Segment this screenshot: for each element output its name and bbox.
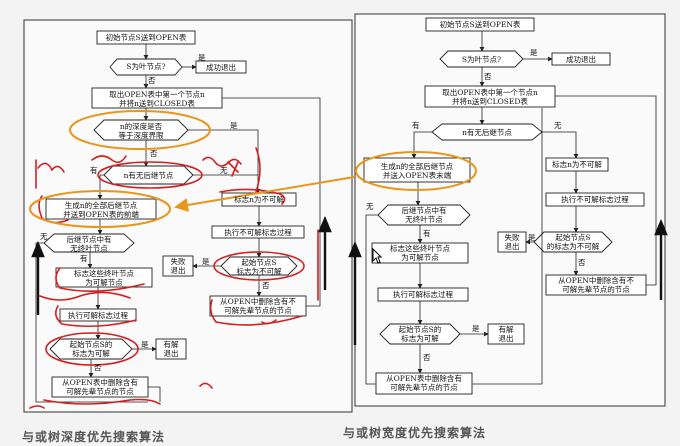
right-do-solvable-label: 执行可解标志过程 [393,290,453,299]
left-edge-none-2: 无 [40,232,48,241]
right-edge-no-3: 否 [423,353,431,362]
black-handwritten-arrows [31,215,668,345]
right-start-unsolvable-label: 起始节点S 的标志为不可解 [546,233,600,251]
left-take-first-label: 取出OPEN表中第一个节点n 并将n送到CLOSED表 [109,90,205,108]
left-edge-no-2: 否 [150,149,158,158]
left-edge-no-3: 否 [94,363,102,372]
left-mark-solvable-label: 标志这些终叶节点 为可解节点 [74,269,134,287]
right-leaf-check-diamond [377,204,471,226]
red-annotations [29,147,319,409]
left-edge-none-1: 无 [220,166,228,175]
left-start-solvable-label: 起始节点S的 标志为可解 [69,340,113,358]
right-edge-has-2: 有 [423,229,431,238]
orange-annotations [29,110,477,228]
right-caption: 与或树宽度优先搜索算法 [343,426,487,440]
left-remove-solvable-label: 从OPEN表中删除含有 可解先辈节点的节点 [62,378,138,396]
right-do-unsolvable-box [545,192,645,207]
left-edge-yes-2: 是 [230,121,238,130]
left-mark-unsolvable-label: 标志n为不可解 [234,195,284,204]
right-edge-none-1: 无 [554,121,562,130]
left-is-goal-label: S为叶节点? [126,62,166,71]
right-take-first-box [424,85,556,108]
left-leaf-check-diamond [43,233,135,253]
left-edge-no-4: 否 [262,281,270,290]
left-leaf-check-label: 后继节点中有 无终叶节点 [66,235,112,253]
right-gen-successors-box [363,157,471,183]
left-fail-exit-label: 失败 退出 [170,257,186,275]
left-remove-unsolvable-label: 从OPEN中删除含有不 可解先辈节点的节点 [220,297,296,315]
left-edge-has-1: 有 [90,166,98,175]
right-remove-unsolvable-label: 从OPEN中删除含有不 可解先辈节点的节点 [558,276,634,294]
mouse-cursor-icon [372,248,382,264]
right-edge-no-2: 否 [578,258,586,267]
right-is-goal-label: S为叶节点? [461,55,502,64]
left-success-label: 成功退出 [206,63,236,72]
left-depth-label: n的深度是否 等于深度界限 [118,122,164,140]
left-edge-yes-3: 是 [141,340,149,349]
right-edge-yes-3: 是 [472,324,480,333]
right-edge-no-1: 否 [484,72,492,81]
left-gen-successors-label: 生成n的全部后继节点 并送到OPEN表的前端 [63,201,139,219]
right-remove-solvable-label: 从OPEN表中删除含有 可解先辈节点的节点 [386,374,462,392]
right-start-unsolvable-diamond [533,231,613,253]
left-edge-has-2: 有 [80,254,88,263]
left-solvable-exit-label: 有解 退出 [163,340,179,358]
right-mark-unsolvable-label: 标志n为不可解 [552,160,602,169]
left-do-solvable-label: 执行可解标志过程 [68,311,128,320]
left-caption: 与或树深度优先搜索算法 [22,430,166,444]
right-edge-has-1: 有 [412,121,420,130]
right-edge-none-2: 无 [366,202,374,211]
left-start-unsolvable-diamond [220,256,298,276]
left-edge-yes-4: 是 [202,257,210,266]
right-do-unsolvable-label: 执行不可解标志过程 [561,195,629,204]
left-start-label: 初始节点S送到OPEN表 [105,33,187,42]
right-gen-successors-label: 生成n的全部后继节点 并送入OPEN表末端 [380,162,454,180]
right-remove-solvable-box [375,372,473,395]
left-start-unsolvable-label: 起始节点S 标志为不可解 [236,258,282,276]
right-take-first-label: 取出OPEN表中第一个节点n 并将n送到CLOSED表 [442,88,538,106]
right-solvable-exit-label: 有解 退出 [498,325,514,343]
left-do-unsolvable-label: 执行不可解标志过程 [224,228,292,237]
right-start-box [425,17,535,32]
right-start-solvable-label: 起始节点S的 标志为可解 [398,325,442,343]
right-do-solvable-box [377,287,469,302]
right-fail-exit-label: 失败 退出 [504,233,520,251]
right-success-label: 成功退出 [566,55,596,64]
right-edge-yes-2: 是 [528,233,536,242]
right-mark-solvable-label: 标志这些终叶节点 为可解节点 [390,244,450,262]
right-edge-yes-1: 是 [530,48,538,57]
left-edge-yes-1: 是 [198,53,206,62]
left-no-successor-label: n有无后继节点 [123,171,174,180]
left-edge-no-1: 否 [148,76,156,85]
right-leaf-check-label: 后继节点中有 无终叶节点 [401,206,447,224]
right-no-successor-label: n有无后继节点 [462,128,512,137]
right-start-label: 初始节点S送到OPEN表 [439,20,521,29]
